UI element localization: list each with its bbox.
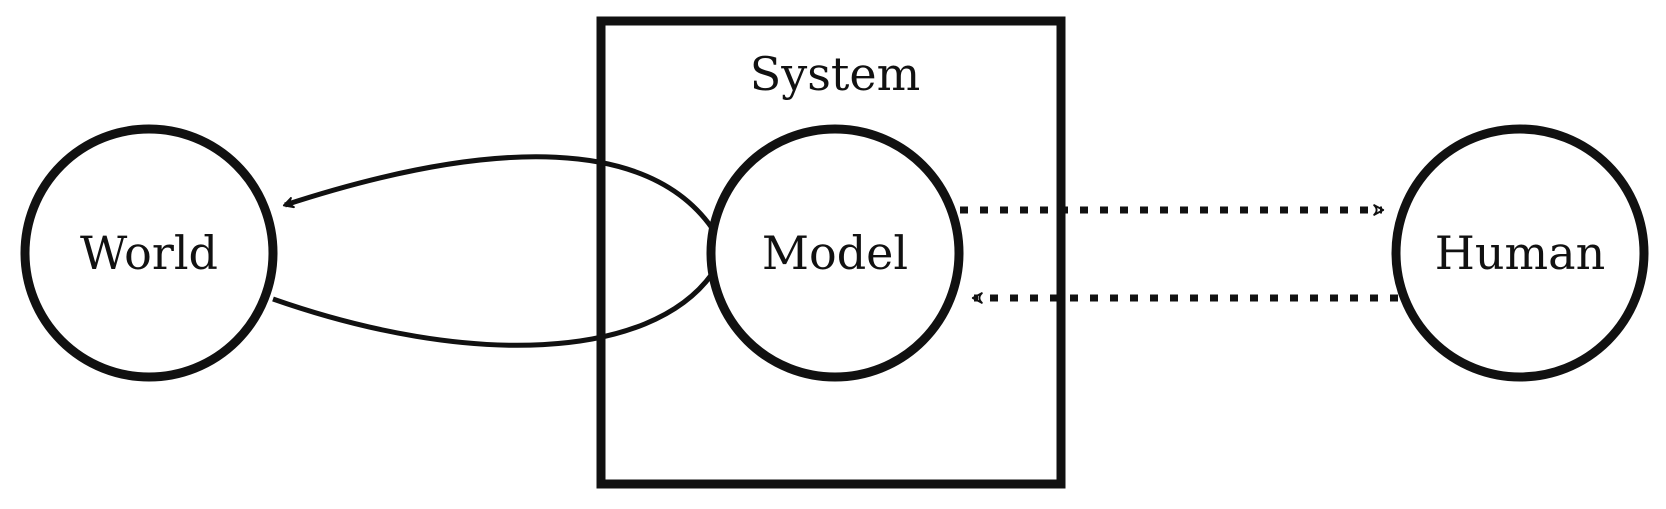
human-node (1391, 124, 1649, 382)
model-to-world-arrow (282, 154, 715, 230)
world-to-model-line (272, 272, 715, 348)
system-label: System (750, 47, 920, 101)
model-node (706, 124, 964, 382)
model-label: Model (762, 226, 908, 280)
world-label: World (80, 226, 218, 280)
system-box (596, 16, 1066, 489)
world-node (20, 124, 278, 382)
human-label: Human (1435, 226, 1605, 280)
